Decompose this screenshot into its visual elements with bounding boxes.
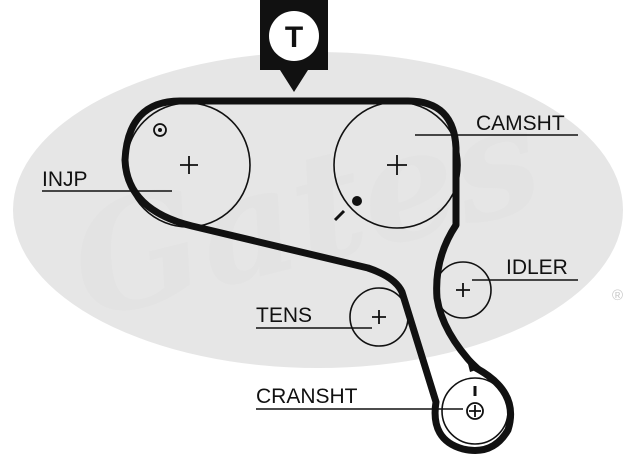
cransht-label: CRANSHT <box>256 385 358 408</box>
injp-label: INJP <box>42 168 88 191</box>
injp-center-cross-icon <box>180 156 198 174</box>
idler-label: IDLER <box>506 256 568 279</box>
tens-center-cross-icon <box>372 310 386 324</box>
camsht-timing-mark-icon <box>333 196 362 222</box>
idler-center-cross-icon <box>456 283 470 297</box>
belt-direction-arrow-icon <box>465 352 482 372</box>
timing-belt <box>121 97 515 454</box>
camsht-center-cross-icon <box>387 155 407 175</box>
registered-mark: ® <box>612 287 623 304</box>
crank-center-mark-icon <box>466 386 484 420</box>
camsht-label: CAMSHT <box>476 112 565 135</box>
tens-label: TENS <box>256 304 312 327</box>
top-marker-letter: T <box>285 21 303 54</box>
injp-timing-mark-icon <box>153 123 167 137</box>
top-marker-badge: T <box>260 0 328 92</box>
